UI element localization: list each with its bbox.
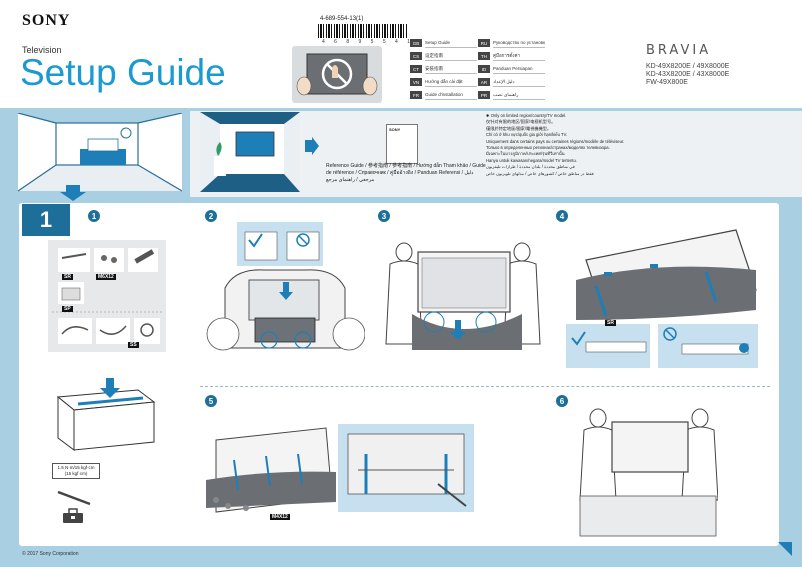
copyright: © 2017 Sony Corporation: [22, 551, 79, 557]
section-divider: [200, 386, 770, 387]
note-line: في مناطق محددة / بلدان محددة / طرازات تل…: [486, 164, 575, 170]
lang-label: Руководство по установке: [493, 39, 545, 48]
lang-code: GB: [410, 39, 422, 47]
down-arrow-icon: [60, 185, 86, 206]
step5-part-tag: M4X12: [270, 514, 290, 520]
model-name: KD-43X8200E / 43X8000E: [646, 71, 730, 78]
step3-illustration: [382, 222, 542, 377]
torque-value-alt: (15 kgf·cm): [64, 471, 88, 476]
step4-illustration: [566, 220, 766, 375]
hero-warning-image: [292, 46, 382, 103]
lang-code: RU: [478, 39, 490, 47]
part-tag-d: SS: [128, 342, 139, 348]
model-list: KD-49X8200E / 49X8000E KD-43X8200E / 43X…: [646, 63, 729, 87]
note-text: Only on limited region/country/TV model.: [490, 113, 567, 118]
note-mark: ✱: [486, 113, 490, 118]
lang-code: CS: [410, 52, 422, 60]
step2-illustration: [205, 218, 366, 383]
page-title: Setup Guide: [20, 52, 226, 93]
part-tag-b: M6X12: [96, 274, 116, 280]
model-name: KD-49X8200E / 49X8000E: [646, 63, 730, 70]
note-line: ✱ Only on limited region/country/TV mode…: [486, 113, 636, 119]
part-tag-a: SR: [62, 274, 73, 280]
torque-spec: 1.5 N·m/15 kgf·cm (15 kgf·cm): [52, 463, 100, 479]
note-line: Uniquement dans certains pays ou certain…: [486, 138, 625, 144]
lang-code: AR: [478, 78, 490, 86]
step-badge-6: 6: [556, 395, 568, 407]
note-line: Hanya untuk kawasan/negara/model TV tert…: [486, 157, 577, 163]
barcode: [318, 24, 408, 38]
toolbox-icon: [62, 508, 84, 529]
lang-label: Panduan Persiapan: [493, 65, 545, 74]
lang-label: Guide d'installation: [425, 91, 477, 100]
tv-box-illustration: [48, 372, 158, 457]
lang-label: 安裝指南: [425, 65, 477, 74]
step-badge-5: 5: [205, 395, 217, 407]
brand-logo: SONY: [22, 12, 71, 29]
notes-block: ✱ Only on limited region/country/TV mode…: [486, 113, 636, 177]
step-badge-2: 2: [205, 210, 217, 222]
model-name: FW-49X800E: [646, 79, 688, 86]
lang-code: TH: [478, 52, 490, 60]
lang-label: 设定指南: [425, 52, 477, 61]
lang-label: Hướng dẫn cài đặt: [425, 78, 477, 87]
right-arrow-icon: [305, 137, 319, 160]
product-line: BRAVIA: [646, 43, 712, 58]
step-badge-1: 1: [88, 210, 100, 222]
room-illustration: [8, 112, 183, 193]
part-tag-c: SP: [62, 306, 73, 312]
note-line: Только в определенных регионах/странах/м…: [486, 145, 610, 151]
step5-detail-inset: [338, 424, 474, 512]
reference-guide-text: Reference Guide / 参考指南 / 參考指南 / Hướng dẫ…: [326, 163, 486, 183]
note-line: 仅针对有限的地区/国家/电视机型号。: [486, 119, 556, 125]
note-line: Chỉ có ở khu vực/quốc gia giới hạn/kiểu …: [486, 132, 568, 138]
book-brand: SONY: [389, 127, 401, 132]
step-number-main: 1: [22, 204, 70, 236]
lang-code: CT: [410, 65, 422, 73]
note-line: มีเฉพาะในบางภูมิภาค/ประเทศ/รุ่นทีวีเท่าน…: [486, 151, 565, 157]
lang-code: VN: [410, 78, 422, 86]
part-number: 4-689-554-13(1): [320, 16, 364, 22]
next-page-arrow-icon: [774, 538, 796, 565]
lang-code: FR: [410, 91, 422, 99]
screwdriver-icon: [54, 488, 94, 513]
torque-value: 1.5 N·m/15 kgf·cm: [57, 465, 95, 470]
note-line: فقط در مناطق خاص / کشورهای خاص / مدلهای …: [486, 170, 594, 176]
step5-illustration: [206, 420, 336, 535]
step6-illustration: [578, 400, 719, 545]
lang-label: Setup Guide: [425, 39, 477, 48]
step-badge-4: 4: [556, 210, 568, 222]
lang-code: PR: [478, 91, 490, 99]
lang-label: دليل الإعداد: [493, 78, 545, 87]
lang-label: راهنمای نصب: [493, 91, 545, 100]
step-badge-3: 3: [378, 210, 390, 222]
category-label: Television: [22, 45, 62, 55]
wall-room-illustration: [200, 112, 300, 197]
lang-code: ID: [478, 65, 490, 73]
parts-box: [48, 240, 166, 352]
lang-label: คู่มือการตั้งค่า: [493, 52, 545, 61]
note-line: 僅限於特定地區/國家/電視機機型。: [486, 125, 552, 131]
barcode-caption: 4 6 8 9 5 5 4 1 3: [322, 39, 427, 45]
reference-guide-book: SONY: [386, 124, 418, 164]
step4-part-tag: SR: [605, 320, 616, 326]
